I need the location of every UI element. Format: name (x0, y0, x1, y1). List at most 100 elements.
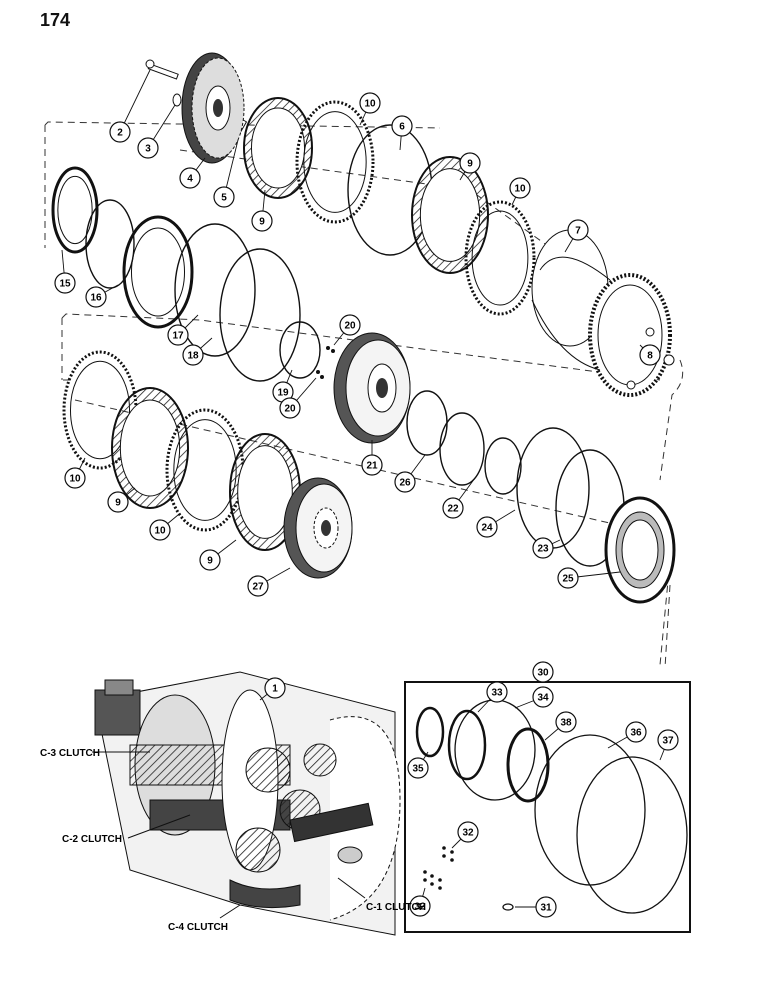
callout-circle (459, 152, 481, 174)
callout-number: 10 (69, 474, 81, 485)
callout-circle (182, 344, 204, 366)
callout-circle (107, 491, 129, 513)
callout-number: 38 (560, 718, 572, 729)
seal-kit-pins-32 (423, 846, 454, 890)
washer-part-3 (172, 93, 182, 107)
thick-ring-inner (130, 227, 186, 317)
callout-c31: 31 (535, 896, 557, 918)
callout-c10c: 10 (64, 467, 86, 489)
callout-number: 9 (115, 498, 121, 509)
leader-c2 (119, 69, 151, 133)
callout-circle (409, 895, 431, 917)
snap-ring (219, 248, 301, 382)
callout-number: 34 (537, 693, 549, 704)
callout-circle (85, 286, 107, 308)
callout-circle (251, 210, 273, 232)
piston-part-25 (604, 496, 676, 604)
friction-disc-bore (419, 168, 481, 262)
snap-ring (406, 390, 448, 456)
snap-ring (279, 321, 321, 379)
snap-ring (174, 223, 256, 357)
callout-c6: 6 (391, 115, 413, 137)
callout-circle (625, 721, 647, 743)
callout-number: 16 (90, 293, 102, 304)
callout-circle (149, 519, 171, 541)
callout-number: 20 (284, 404, 296, 415)
callout-c9d: 9 (199, 549, 221, 571)
callout-circle (532, 661, 554, 683)
callout-c16: 16 (85, 286, 107, 308)
callout-c4: 4 (179, 167, 201, 189)
ball-pins-20 (316, 346, 335, 379)
callout-number: 19 (277, 388, 289, 399)
label-c4-clutch: C-4 CLUTCH (168, 922, 228, 933)
callout-number: 20 (344, 321, 356, 332)
callout-circle (109, 121, 131, 143)
callout-circle (339, 314, 361, 336)
callout-number: 26 (399, 478, 411, 489)
callout-c21: 21 (361, 454, 383, 476)
callout-number: 18 (187, 351, 199, 362)
callout-c1: 1 (264, 677, 286, 699)
callout-circle (457, 821, 479, 843)
callout-c15: 15 (54, 272, 76, 294)
callout-number: 37 (662, 736, 674, 747)
callout-circle (179, 167, 201, 189)
callout-circle (567, 219, 589, 241)
callout-number: 25 (562, 574, 574, 585)
callout-c5: 5 (213, 186, 235, 208)
callout-circle (213, 186, 235, 208)
callout-c24: 24 (476, 516, 498, 538)
callout-circle (359, 92, 381, 114)
callout-c25: 25 (557, 567, 579, 589)
callout-c10d: 10 (149, 519, 171, 541)
steel-disc-inner (303, 111, 367, 213)
bolt-part-2 (145, 59, 179, 80)
callout-number: 24 (481, 523, 493, 534)
callout-number: 15 (59, 279, 71, 290)
callout-circle (639, 344, 661, 366)
callout-c8: 8 (639, 344, 661, 366)
callout-circle (486, 681, 508, 703)
callout-number: 8 (647, 351, 653, 362)
callout-circle (555, 711, 577, 733)
callout-number: 10 (154, 526, 166, 537)
callout-c23: 23 (532, 537, 554, 559)
callout-circle (279, 397, 301, 419)
thick-ring (51, 166, 99, 254)
callout-circle (391, 115, 413, 137)
callout-circle (657, 729, 679, 751)
callout-c9c: 9 (107, 491, 129, 513)
callout-circle (476, 516, 498, 538)
callout-markers: 2345910691078151617181920202126222423251… (54, 92, 679, 918)
clutch-labels: C-3 CLUTCH C-2 CLUTCH C-4 CLUTCH C-1 CLU… (40, 748, 426, 933)
callout-number: 4 (187, 174, 193, 185)
callout-circle (394, 471, 416, 493)
callout-number: 30 (537, 668, 549, 679)
callout-circle (167, 324, 189, 346)
callout-number: 2 (117, 128, 123, 139)
piston-part-21 (333, 332, 411, 444)
callout-c34: 34 (532, 686, 554, 708)
callout-number: 5 (221, 193, 227, 204)
callout-c38: 38 (555, 711, 577, 733)
callout-c10a: 10 (359, 92, 381, 114)
gear-hub-part-4 (181, 52, 245, 164)
callout-circle (557, 567, 579, 589)
clutch-rings (51, 97, 625, 567)
callout-c18: 18 (182, 344, 204, 366)
callout-c9b: 9 (459, 152, 481, 174)
callout-number: 32 (414, 902, 426, 913)
callout-number: 9 (259, 217, 265, 228)
callout-c35: 35 (407, 757, 429, 779)
friction-disc-bore (119, 399, 181, 497)
transmission-assembly (94, 671, 401, 936)
callout-number: 10 (364, 99, 376, 110)
callout-c20a: 20 (339, 314, 361, 336)
snap-ring (85, 199, 135, 289)
callout-number: 33 (491, 688, 503, 699)
steel-disc (464, 200, 536, 316)
callout-c10b: 10 (509, 177, 531, 199)
callout-circle (442, 497, 464, 519)
callout-c2: 2 (109, 121, 131, 143)
